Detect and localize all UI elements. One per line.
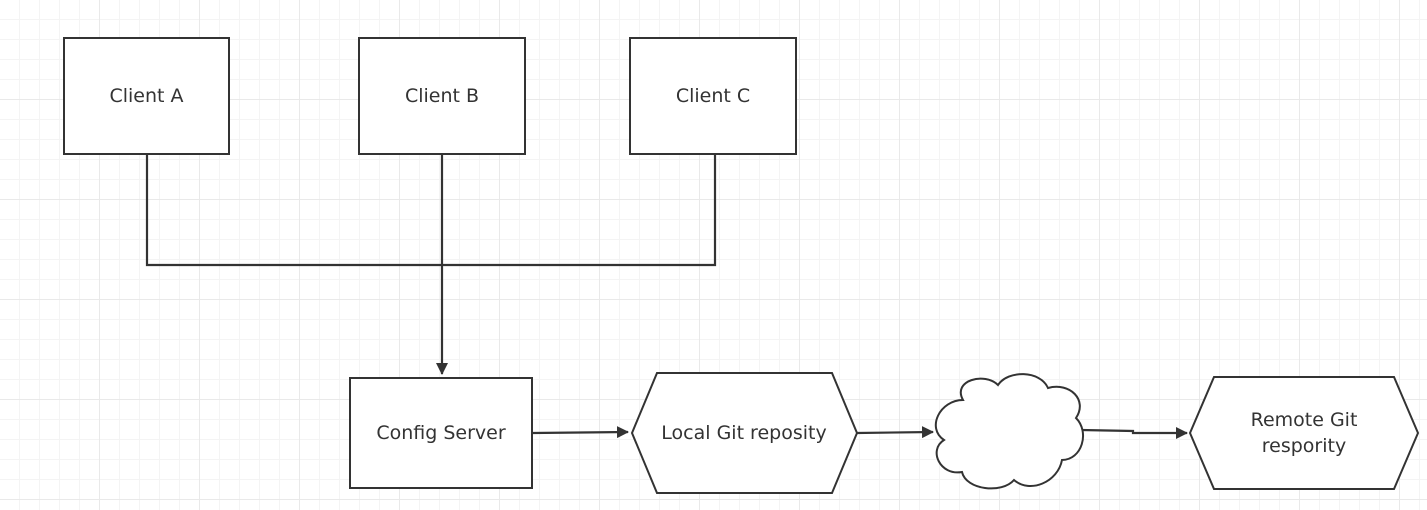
local-git-label: Local Git reposity — [661, 422, 826, 444]
client-a-label: Client A — [109, 85, 183, 107]
node-client-a[interactable]: Client A — [63, 37, 230, 155]
remote-git-label-line2: respority — [1262, 435, 1346, 457]
node-remote-git[interactable]: Remote Git respority — [1188, 376, 1420, 490]
remote-git-hexagon[interactable] — [1188, 376, 1420, 490]
edge-config-server-to-local-git[interactable] — [532, 426, 629, 439]
node-client-b[interactable]: Client B — [358, 37, 526, 155]
client-a-box[interactable] — [63, 37, 230, 155]
config-server-box[interactable] — [349, 377, 533, 489]
edge-local-git-to-cloud[interactable] — [856, 426, 934, 439]
node-local-git[interactable]: Local Git reposity — [630, 372, 859, 494]
node-config-server[interactable]: Config Server — [349, 377, 533, 489]
config-server-label: Config Server — [376, 422, 505, 444]
local-git-hexagon[interactable] — [630, 372, 859, 494]
cloud-shape[interactable] — [934, 373, 1085, 490]
edges — [145, 154, 1188, 439]
client-c-label: Client C — [676, 85, 750, 107]
client-c-box[interactable] — [629, 37, 797, 155]
client-b-label: Client B — [405, 85, 479, 107]
remote-git-label-line1: Remote Git — [1251, 409, 1358, 431]
client-b-box[interactable] — [358, 37, 526, 155]
node-cloud[interactable] — [934, 373, 1085, 490]
edge-client-c-to-bus[interactable] — [442, 154, 717, 267]
edge-cloud-to-remote-git[interactable] — [1080, 427, 1188, 439]
edge-client-a-to-bus[interactable] — [145, 154, 442, 267]
node-client-c[interactable]: Client C — [629, 37, 797, 155]
